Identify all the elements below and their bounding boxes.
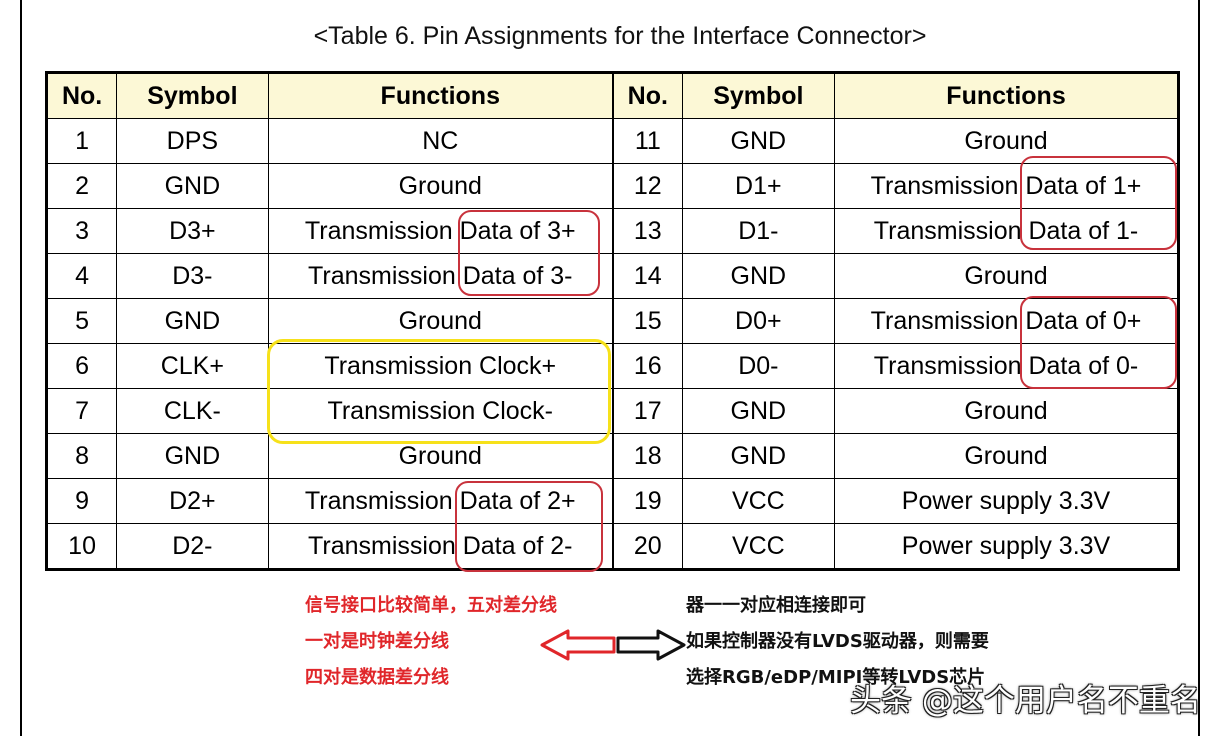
table-row: 7 CLK- Transmission Clock- 17 GND Ground [45,388,1179,434]
pin-number: 3 [45,208,118,254]
pin-symbol: VCC [681,478,836,524]
pin-function: Ground [267,163,614,209]
pin-symbol: D3- [116,253,269,299]
pin-number: 13 [611,208,683,254]
pin-function: Transmission Data of 1+ [834,163,1179,209]
pin-symbol: GND [681,118,836,164]
table-caption: <Table 6. Pin Assignments for the Interf… [313,22,927,50]
pin-symbol: GND [116,433,269,479]
watermark: 头条 @这个用户名不重名 [850,683,1201,719]
note-line: 四对是数据差分线 [305,667,449,688]
pin-function: Transmission Data of 0- [834,343,1179,389]
header-symbol-left: Symbol [116,72,269,119]
table-row: 5 GND Ground 15 D0+ Transmission Data of… [45,298,1179,344]
table-header-row: No. Symbol Functions No. Symbol Function… [45,72,1179,119]
pin-symbol: D2- [116,523,269,570]
table-row: 4 D3- Transmission Data of 3- 14 GND Gro… [45,253,1179,299]
pin-symbol: D1+ [681,163,836,209]
pin-number: 10 [45,523,118,570]
pin-symbol: D1- [681,208,836,254]
pin-function: Transmission Data of 3+ [267,208,614,254]
note-line: 器一一对应相连接即可 [686,595,866,616]
pin-function: Ground [834,433,1179,479]
pin-function: Ground [267,298,614,344]
header-functions-right: Functions [834,72,1179,119]
pin-number: 4 [45,253,118,299]
pin-number: 2 [45,163,118,209]
note-line: 信号接口比较简单，五对差分线 [305,595,557,616]
pin-number: 18 [611,433,683,479]
header-symbol-right: Symbol [681,72,836,119]
pin-function: Transmission Clock+ [267,343,614,389]
pin-function: Ground [267,433,614,479]
note-left: 信号接口比较简单，五对差分线 一对是时钟差分线 四对是数据差分线 [305,588,557,696]
pin-symbol: D2+ [116,478,269,524]
pin-symbol: VCC [681,523,836,570]
table-row: 10 D2- Transmission Data of 2- 20 VCC Po… [45,523,1179,570]
table-row: 2 GND Ground 12 D1+ Transmission Data of… [45,163,1179,209]
table-row: 3 D3+ Transmission Data of 3+ 13 D1- Tra… [45,208,1179,254]
pin-number: 1 [45,118,118,164]
pin-symbol: GND [116,163,269,209]
pin-function: Power supply 3.3V [834,478,1179,524]
note-line: 一对是时钟差分线 [305,631,449,652]
pin-number: 8 [45,433,118,479]
pin-function: NC [267,118,614,164]
pin-number: 6 [45,343,118,389]
note-line: 选择RGB/eDP/MIPI等转LVDS芯片 [686,667,986,688]
header-no-right: No. [611,72,683,119]
right-arrow-icon [616,629,686,661]
table-row: 9 D2+ Transmission Data of 2+ 19 VCC Pow… [45,478,1179,524]
pin-function: Power supply 3.3V [834,523,1179,570]
pin-symbol: GND [681,388,836,434]
pin-number: 16 [611,343,683,389]
pin-number: 12 [611,163,683,209]
pin-function: Transmission Data of 0+ [834,298,1179,344]
pin-symbol: DPS [116,118,269,164]
pin-function: Transmission Data of 2- [267,523,614,570]
pin-number: 15 [611,298,683,344]
pin-symbol: GND [681,433,836,479]
pin-symbol: D3+ [116,208,269,254]
left-arrow-icon [540,629,616,661]
page-left-border [20,0,22,736]
pin-symbol: GND [681,253,836,299]
pin-function: Transmission Data of 1- [834,208,1179,254]
header-functions-left: Functions [267,72,614,119]
pin-function: Transmission Clock- [267,388,614,434]
pin-function: Ground [834,253,1179,299]
pin-function: Transmission Data of 3- [267,253,614,299]
table-row: 6 CLK+ Transmission Clock+ 16 D0- Transm… [45,343,1179,389]
pin-number: 19 [611,478,683,524]
table-row: 1 DPS NC 11 GND Ground [45,118,1179,164]
pin-number: 17 [611,388,683,434]
header-no-left: No. [45,72,118,119]
pin-number: 7 [45,388,118,434]
pin-number: 20 [611,523,683,570]
pin-number: 11 [611,118,683,164]
pin-number: 14 [611,253,683,299]
pin-symbol: D0- [681,343,836,389]
pin-function: Ground [834,388,1179,434]
pin-symbol: D0+ [681,298,836,344]
note-right: 器一一对应相连接即可 如果控制器没有LVDS驱动器，则需要 选择RGB/eDP/… [686,588,989,696]
double-arrow-icon [540,629,686,661]
pin-symbol: CLK- [116,388,269,434]
page-right-border [1198,0,1200,736]
note-line: 如果控制器没有LVDS驱动器，则需要 [686,631,989,652]
pin-symbol: CLK+ [116,343,269,389]
table-row: 8 GND Ground 18 GND Ground [45,433,1179,479]
pin-assignment-table: No. Symbol Functions No. Symbol Function… [45,71,1180,571]
pin-number: 9 [45,478,118,524]
pin-function: Ground [834,118,1179,164]
pin-symbol: GND [116,298,269,344]
pin-function: Transmission Data of 2+ [267,478,614,524]
pin-number: 5 [45,298,118,344]
